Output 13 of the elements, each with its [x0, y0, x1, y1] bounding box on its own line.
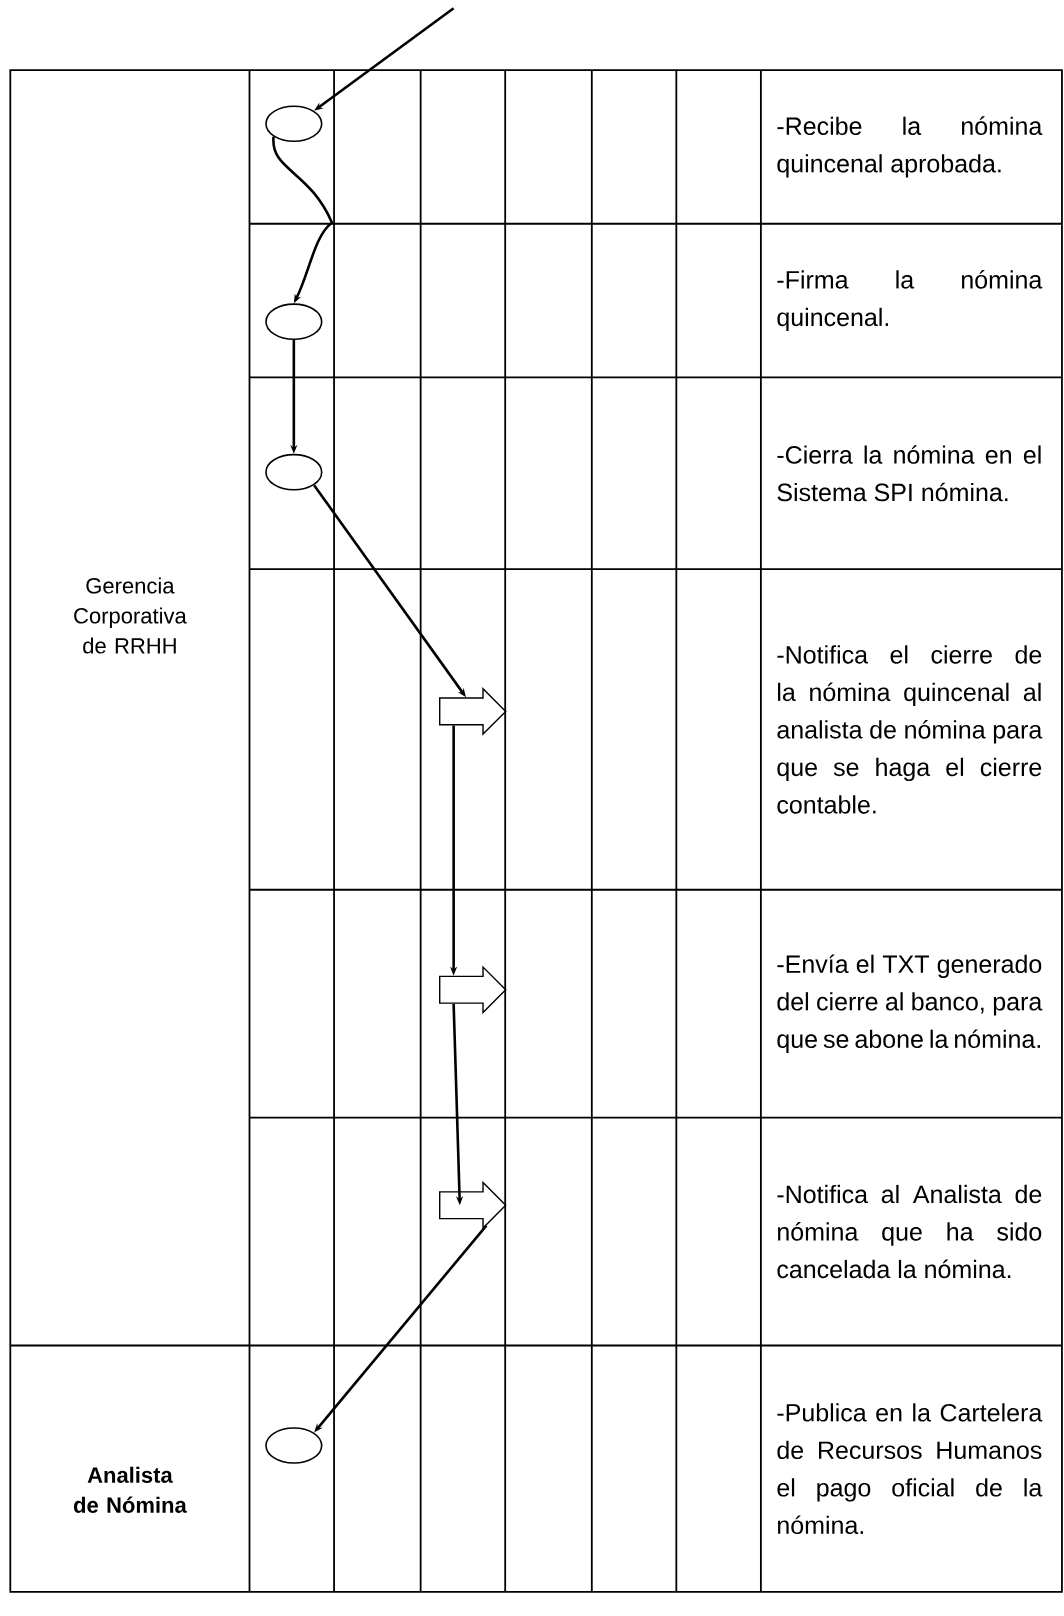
- step-description: -Recibe la nómina quincenal aprobada.: [777, 116, 1043, 178]
- step-description: -Publica en la Cartelera de Recursos Humanos el pago oficial de la nómina.: [777, 1403, 1043, 1535]
- step-description: -Notifica al Analista de nómina que ha sido cancelada la nómina.: [777, 1184, 1042, 1279]
- ellipse-symbol: [265, 1427, 323, 1464]
- ellipse-symbol: [265, 303, 323, 341]
- step-description: -Cierra la nómina en el Sistema SPI nómina.: [777, 445, 1041, 502]
- ellipse-symbol: [265, 453, 323, 491]
- step-description: -Notifica el cierre de la nómina quincenal al analista de nómina para que se haga el cierre contable.: [777, 645, 1043, 814]
- ellipse-symbol: [265, 105, 323, 143]
- step-description: -Firma la nómina quincenal.: [777, 270, 1043, 332]
- lane-label: Analista de Nómina: [74, 1466, 187, 1513]
- step-description: -Envía el TXT generado del cierre al banco, para que se abone la nómina.: [777, 954, 1043, 1053]
- lane-label: Gerencia Corporativa de RRHH: [74, 577, 187, 654]
